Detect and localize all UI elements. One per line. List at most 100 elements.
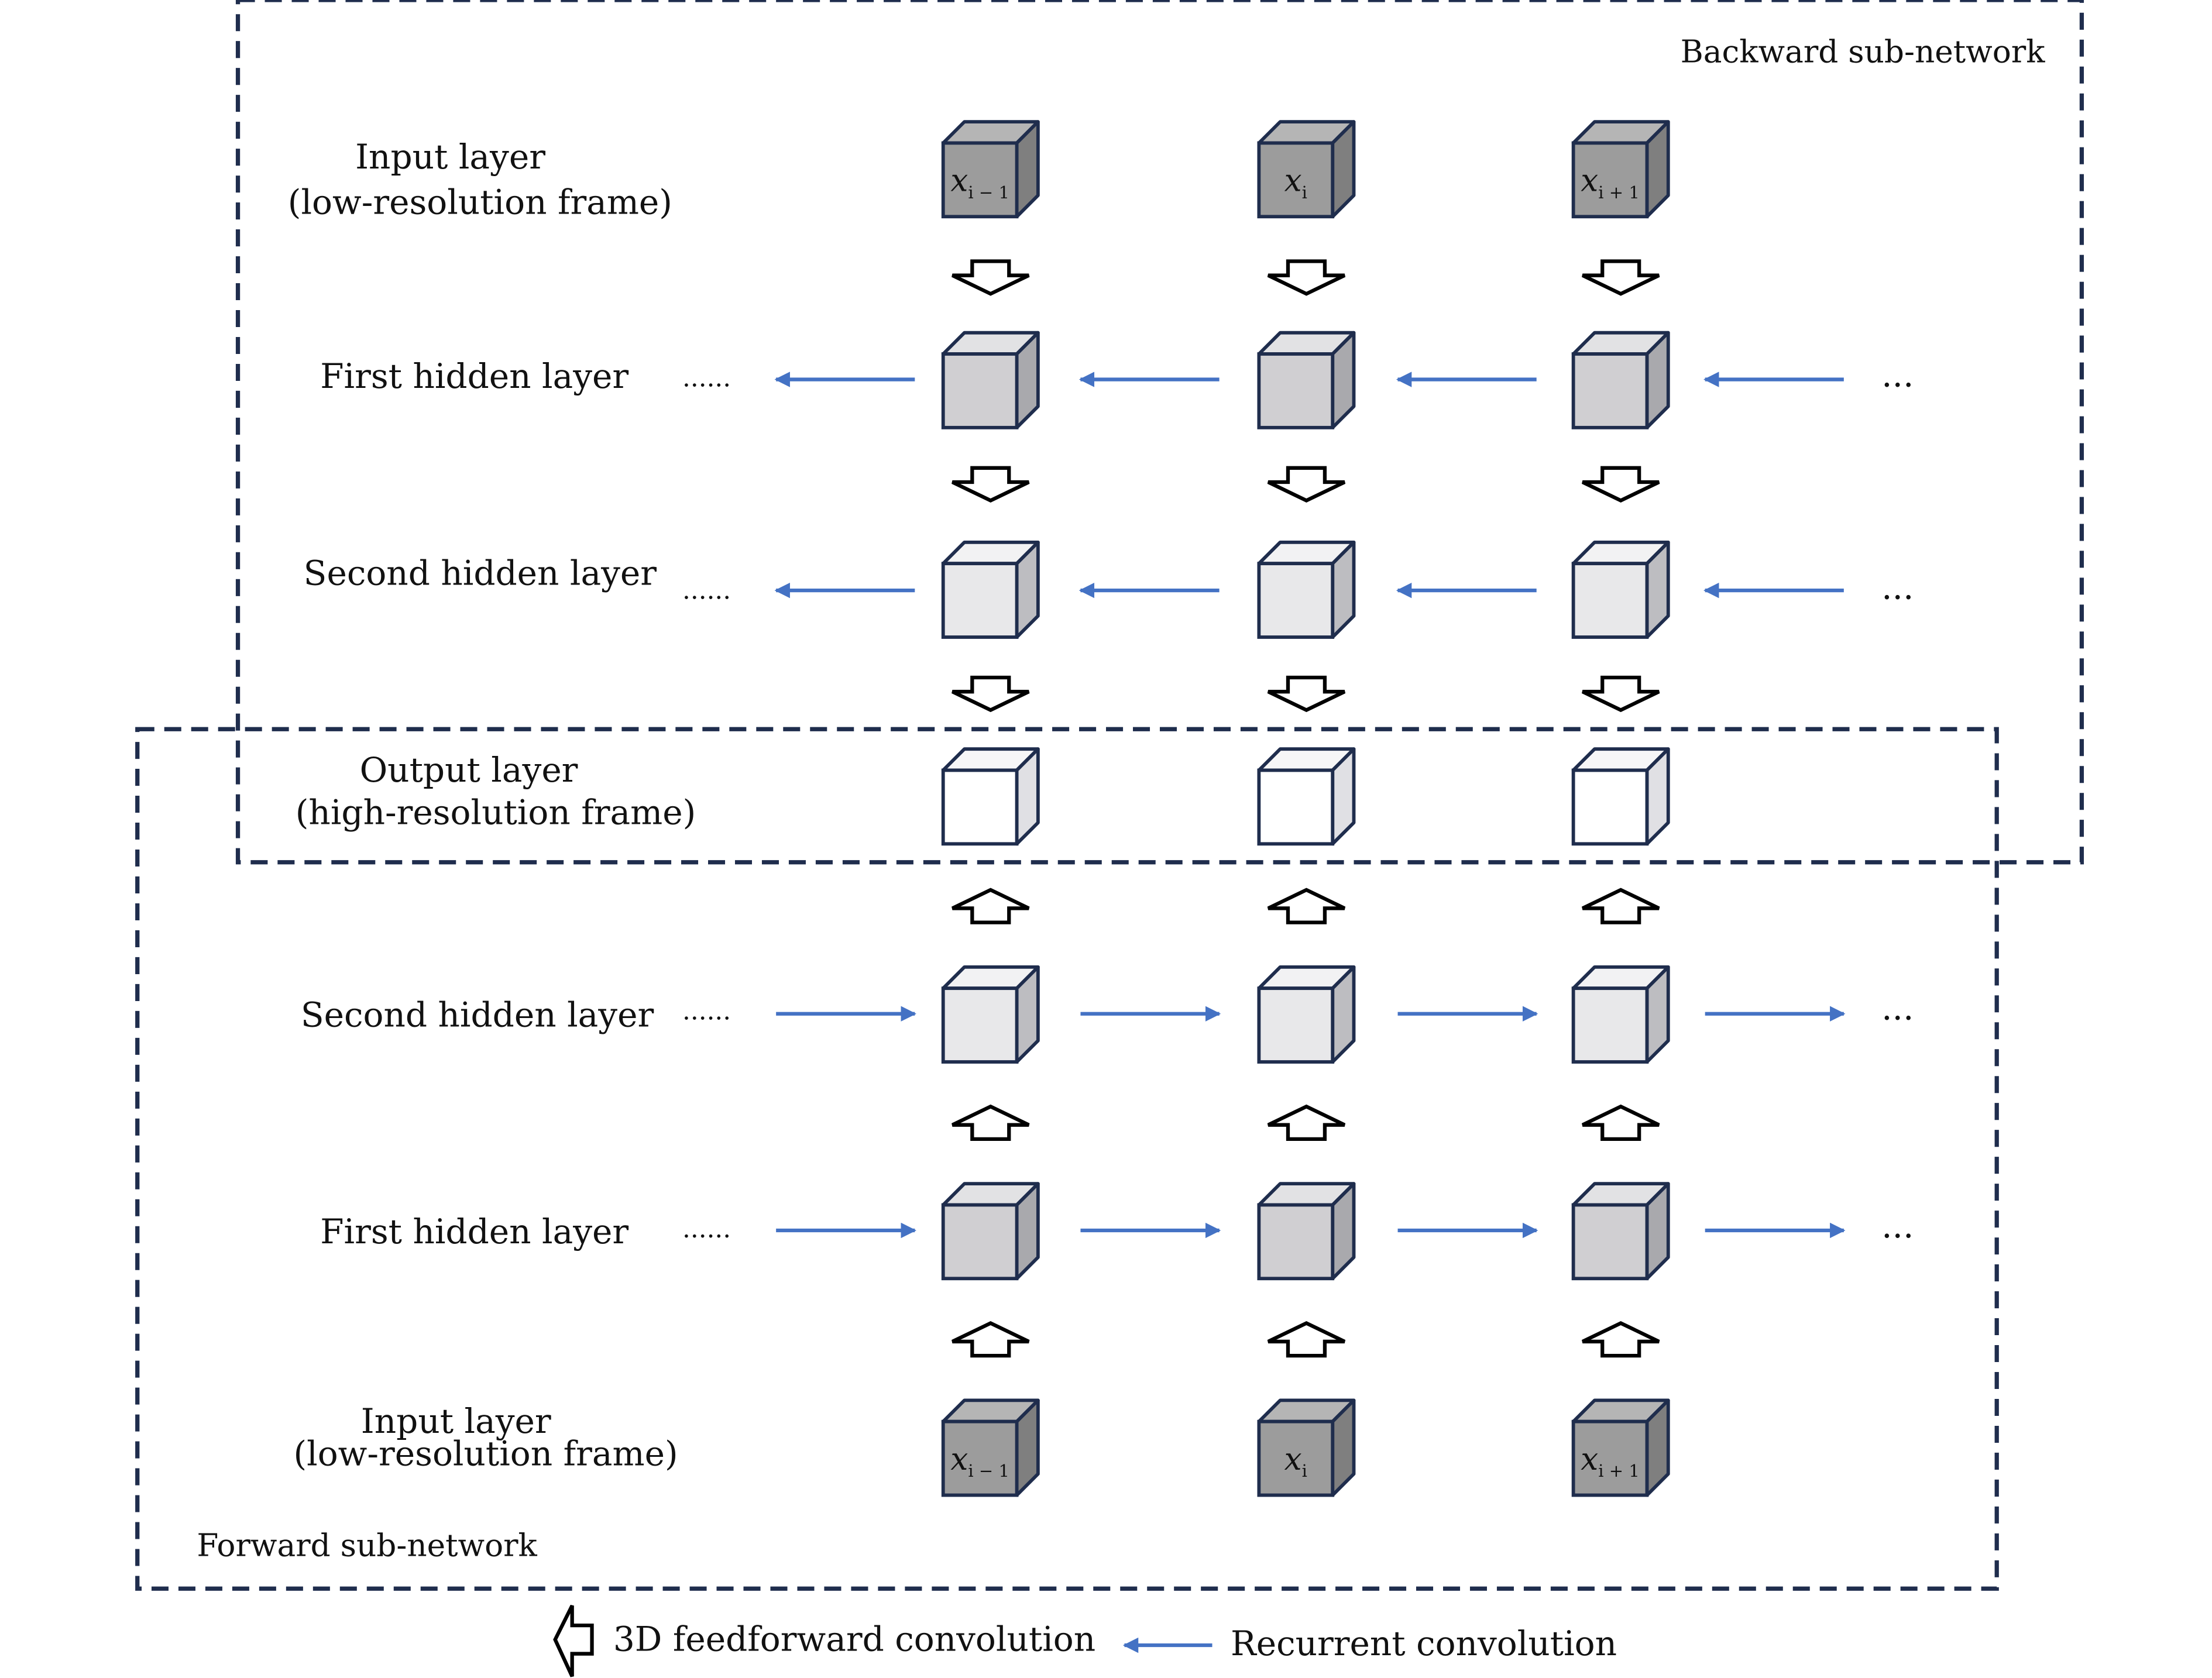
frame-var: x (1284, 163, 1302, 199)
backward-hidden2-cube-1 (941, 540, 1040, 639)
frame-subscript: i + 1 (1598, 183, 1640, 202)
backward-hidden1-left-dots: ...... (682, 364, 731, 393)
forward-hidden1-cube-1 (941, 1182, 1040, 1281)
backward-input-label-1: xi − 1 (950, 163, 1009, 202)
cube-front-face (1257, 986, 1335, 1064)
backward-input-cube-2 (1257, 120, 1356, 219)
cube-front-face (1257, 141, 1335, 219)
backward-hidden1-right-dots: ... (1881, 355, 1914, 395)
backward-input-cube-3 (1571, 120, 1670, 219)
backward-input-layer-label: Input layer (355, 137, 545, 177)
output-layer-label: Output layer (360, 750, 578, 790)
forward-hidden2-cube-3 (1571, 965, 1670, 1064)
cube-front-face (1257, 562, 1335, 639)
feedforward-arrow-backward-1-1 (952, 259, 1030, 296)
output-layer-sublabel: (high-resolution frame) (296, 792, 696, 832)
forward-hidden2-cube-1 (941, 965, 1040, 1064)
cube-front-face (941, 562, 1019, 639)
backward-input-label-3: xi + 1 (1581, 163, 1640, 202)
forward-input-label-3: xi + 1 (1581, 1441, 1640, 1481)
forward-subnetwork-label: Forward sub-network (197, 1528, 537, 1564)
forward-hidden2-cube-2 (1257, 965, 1356, 1064)
feedforward-arrow-forward-2-2 (1267, 1104, 1346, 1141)
output-cube-2 (1257, 747, 1356, 846)
feedforward-arrow-backward-2-3 (1581, 466, 1660, 503)
forward-hidden2-right-dots: ... (1881, 988, 1914, 1027)
frame-subscript: i (1302, 1461, 1307, 1481)
frame-var: x (950, 1441, 968, 1477)
forward-input-layer-label: Input layer (361, 1401, 551, 1441)
frame-subscript: i + 1 (1598, 1461, 1640, 1481)
backward-hidden2-right-dots: ... (1881, 568, 1914, 607)
forward-hidden1-right-dots: ... (1881, 1206, 1914, 1246)
feedforward-arrow-forward-1-1 (952, 888, 1030, 924)
backward-hidden2-cube-2 (1257, 540, 1356, 639)
feedforward-arrow-backward-2-2 (1267, 466, 1346, 503)
feedforward-arrow-forward-3-2 (1267, 1321, 1346, 1358)
cube-front-face (1571, 1203, 1649, 1281)
output-cube-1 (941, 747, 1040, 846)
cube-front-face (941, 1419, 1019, 1497)
backward-hidden2-cube-3 (1571, 540, 1670, 639)
forward-hidden1-left-dots: ...... (682, 1215, 731, 1244)
output-cube-3 (1571, 747, 1670, 846)
forward-second-hidden-label: Second hidden layer (301, 995, 654, 1035)
feedforward-arrow-forward-1-3 (1581, 888, 1660, 924)
frame-subscript: i − 1 (968, 183, 1009, 202)
frame-var: x (1581, 163, 1598, 199)
forward-hidden2-left-dots: ...... (682, 996, 731, 1026)
frame-subscript: i (1302, 183, 1307, 202)
forward-hidden1-cube-2 (1257, 1182, 1356, 1281)
feedforward-arrow-forward-2-3 (1581, 1104, 1660, 1141)
forward-input-label-1: xi − 1 (950, 1441, 1009, 1481)
cube-front-face (1257, 352, 1335, 429)
cube-front-face (1257, 768, 1335, 846)
forward-hidden1-cube-3 (1571, 1182, 1670, 1281)
feedforward-arrow-backward-1-3 (1581, 259, 1660, 296)
legend-feedforward-label: 3D feedforward convolution (613, 1619, 1095, 1659)
backward-subnetwork-label: Backward sub-network (1681, 33, 2046, 70)
forward-input-cube-2 (1257, 1398, 1356, 1497)
cube-front-face (1571, 768, 1649, 846)
feedforward-arrow-forward-2-1 (952, 1104, 1030, 1141)
feedforward-arrow-forward-1-2 (1267, 888, 1346, 924)
backward-input-cube-1 (941, 120, 1040, 219)
legend-feedforward-icon (553, 1604, 594, 1677)
feedforward-arrow-forward-3-1 (952, 1321, 1030, 1358)
backward-input-label-2: xi (1284, 163, 1307, 202)
feedforward-arrow-backward-2-1 (952, 466, 1030, 503)
forward-input-cube-3 (1571, 1398, 1670, 1497)
backward-hidden1-cube-3 (1571, 331, 1670, 429)
frame-var: x (950, 163, 968, 199)
frame-var: x (1284, 1441, 1302, 1477)
cube-front-face (1571, 141, 1649, 219)
feedforward-arrow-backward-3-1 (952, 675, 1030, 713)
forward-subnetwork-box (135, 727, 1999, 1591)
legend-recurrent-label: Recurrent convolution (1231, 1624, 1617, 1663)
forward-first-hidden-label: First hidden layer (320, 1212, 628, 1251)
backward-hidden2-left-dots: ...... (682, 576, 731, 606)
feedforward-arrow-backward-1-2 (1267, 259, 1346, 296)
cube-front-face (941, 986, 1019, 1064)
frame-var: x (1581, 1441, 1598, 1477)
feedforward-arrow-forward-3-3 (1581, 1321, 1660, 1358)
cube-front-face (941, 768, 1019, 846)
backward-hidden1-cube-1 (941, 331, 1040, 429)
forward-input-layer-sublabel: (low-resolution frame) (293, 1434, 678, 1474)
backward-hidden1-cube-2 (1257, 331, 1356, 429)
forward-input-label-2: xi (1284, 1441, 1307, 1481)
backward-second-hidden-label: Second hidden layer (304, 553, 657, 593)
cube-front-face (1571, 986, 1649, 1064)
cube-front-face (941, 141, 1019, 219)
feedforward-arrow-backward-3-2 (1267, 675, 1346, 713)
cube-front-face (1257, 1203, 1335, 1281)
frame-subscript: i − 1 (968, 1461, 1009, 1481)
backward-subnetwork-box (235, 0, 2084, 865)
backward-first-hidden-label: First hidden layer (320, 356, 628, 396)
cube-front-face (1571, 352, 1649, 429)
cube-front-face (941, 1203, 1019, 1281)
forward-input-cube-1 (941, 1398, 1040, 1497)
feedforward-arrow-backward-3-3 (1581, 675, 1660, 713)
backward-input-layer-sublabel: (low-resolution frame) (288, 182, 672, 222)
